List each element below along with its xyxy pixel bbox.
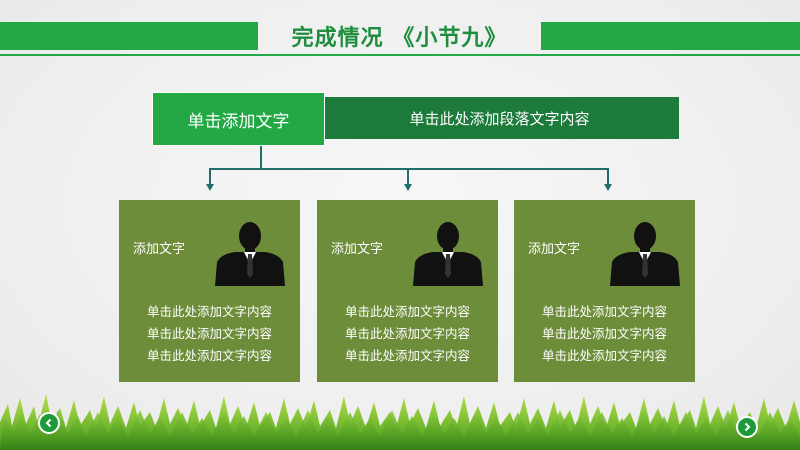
card-title: 添加文字 bbox=[331, 242, 384, 257]
slide-title: 完成情况 《小节九》 bbox=[291, 26, 508, 51]
connector-drop-3 bbox=[607, 168, 609, 184]
person-card-2: 添加文字 单击此处添加文字内容 单击此处添加文字内容 单击此处添加文字内容 bbox=[317, 200, 498, 382]
card-line: 单击此处添加文字内容 bbox=[344, 348, 470, 363]
prev-slide-button[interactable] bbox=[38, 412, 60, 434]
header-bar-left bbox=[0, 22, 258, 50]
chevron-left-icon bbox=[45, 418, 52, 428]
chevron-right-icon bbox=[744, 422, 751, 432]
connector-drop-1 bbox=[209, 168, 211, 184]
connector-horizontal bbox=[209, 168, 609, 170]
header-bar-right bbox=[541, 22, 800, 50]
arrow-down-icon bbox=[206, 184, 214, 191]
card-line: 单击此处添加文字内容 bbox=[541, 348, 667, 363]
top-label-box: 单击添加文字 bbox=[152, 92, 325, 146]
header-divider bbox=[0, 54, 800, 56]
businessman-icon bbox=[215, 222, 285, 286]
card-line: 单击此处添加文字内容 bbox=[344, 304, 470, 319]
arrow-down-icon bbox=[404, 184, 412, 191]
businessman-icon bbox=[610, 222, 680, 286]
card-line: 单击此处添加文字内容 bbox=[344, 326, 470, 341]
person-card-3: 添加文字 单击此处添加文字内容 单击此处添加文字内容 单击此处添加文字内容 bbox=[514, 200, 695, 382]
card-body: 单击此处添加文字内容 单击此处添加文字内容 单击此处添加文字内容 bbox=[317, 301, 498, 367]
arrow-down-icon bbox=[604, 184, 612, 191]
card-line: 单击此处添加文字内容 bbox=[146, 304, 272, 319]
card-body: 单击此处添加文字内容 单击此处添加文字内容 单击此处添加文字内容 bbox=[514, 301, 695, 367]
top-description-strip: 单击此处添加段落文字内容 bbox=[320, 97, 679, 139]
person-card-1: 添加文字 单击此处添加文字内容 单击此处添加文字内容 单击此处添加文字内容 bbox=[119, 200, 300, 382]
card-body: 单击此处添加文字内容 单击此处添加文字内容 单击此处添加文字内容 bbox=[119, 301, 300, 367]
grass-decoration bbox=[0, 394, 800, 450]
card-line: 单击此处添加文字内容 bbox=[541, 326, 667, 341]
businessman-icon bbox=[413, 222, 483, 286]
card-title: 添加文字 bbox=[528, 242, 581, 257]
card-line: 单击此处添加文字内容 bbox=[146, 348, 272, 363]
card-line: 单击此处添加文字内容 bbox=[146, 326, 272, 341]
connector-vertical-main bbox=[260, 146, 262, 168]
card-title: 添加文字 bbox=[133, 242, 186, 257]
connector-drop-2 bbox=[407, 168, 409, 184]
card-line: 单击此处添加文字内容 bbox=[541, 304, 667, 319]
next-slide-button[interactable] bbox=[736, 416, 758, 438]
